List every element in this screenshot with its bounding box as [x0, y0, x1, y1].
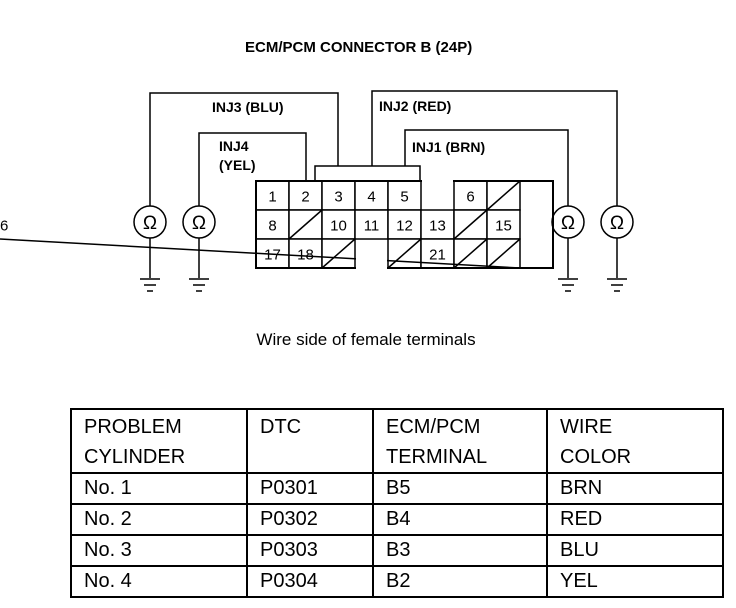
cell-dtc: P0303 — [246, 534, 374, 567]
cell-cylinder: No. 1 — [70, 472, 248, 505]
terminal-cavity — [354, 209, 389, 240]
cell-cylinder: No. 4 — [70, 565, 248, 598]
terminal-number: 16 — [0, 218, 8, 235]
ground-icon — [607, 278, 627, 292]
ohmmeter-inj2: Ω — [600, 205, 634, 239]
terminal-number: 8 — [268, 218, 276, 235]
wire-inj2 — [371, 90, 618, 206]
cell-terminal: B2 — [372, 565, 548, 598]
diagram-title: ECM/PCM CONNECTOR B (24P) — [245, 39, 472, 56]
terminal-number: 13 — [429, 218, 446, 235]
cell-dtc: P0304 — [246, 565, 374, 598]
ground-symbols — [140, 278, 627, 292]
ohmmeter-inj4: Ω — [182, 205, 216, 239]
blank-cavity-slash — [387, 238, 422, 269]
table-row: No. 3 P0303 B3 BLU — [70, 534, 724, 567]
ohm-icon: Ω — [610, 213, 624, 234]
header-terminal: ECM/PCM TERMINAL — [372, 408, 548, 474]
terminal-number: 1 — [268, 189, 276, 206]
terminal-cavity — [387, 209, 422, 240]
blank-cavity-slash — [486, 180, 521, 211]
label-inj3: INJ3 (BLU) — [212, 99, 284, 115]
connector-outline — [255, 180, 554, 269]
cell-terminal: B5 — [372, 472, 548, 505]
table-row: No. 2 P0302 B4 RED — [70, 503, 724, 536]
connector-diagram: ECM/PCM CONNECTOR B (24P) INJ3 (BLU) INJ… — [0, 39, 634, 292]
ohm-icon: Ω — [192, 213, 206, 234]
ohmmeter-inj3: Ω — [133, 205, 167, 239]
cell-cylinder: No. 2 — [70, 503, 248, 536]
label-inj4-line2: (YEL) — [219, 157, 256, 173]
terminal-cavity — [255, 209, 290, 240]
cell-wire-color: YEL — [546, 565, 724, 598]
blank-cavity-slash — [321, 238, 356, 269]
label-inj4-line1: INJ4 — [219, 138, 249, 154]
ohm-icon: Ω — [143, 213, 157, 234]
ground-icon — [189, 278, 209, 292]
terminal-number: 17 — [264, 247, 281, 264]
header-wire-color: WIRE COLOR — [546, 408, 724, 474]
connector-b: 1234568101112131516171821 — [0, 165, 554, 271]
wire-inj3 — [149, 92, 339, 206]
table-row: No. 1 P0301 B5 BRN — [70, 472, 724, 505]
cell-wire-color: BRN — [546, 472, 724, 505]
blank-cavity-slash — [486, 238, 521, 269]
ground-icon — [558, 278, 578, 292]
header-problem-cylinder: PROBLEM CYLINDER — [70, 408, 248, 474]
ohm-icon: Ω — [561, 213, 575, 234]
cell-terminal: B4 — [372, 503, 548, 536]
ground-icon — [140, 278, 160, 292]
ohmmeter-inj1: Ω — [551, 205, 585, 239]
cell-dtc: P0301 — [246, 472, 374, 505]
table-header-row: PROBLEM CYLINDER DTC ECM/PCM TERMINAL WI… — [70, 408, 724, 474]
terminal-number: 18 — [297, 247, 314, 264]
blank-cavity-slash — [453, 238, 488, 269]
terminal-cavity — [420, 209, 455, 240]
terminal-number: 2 — [301, 189, 309, 206]
table-row: No. 4 P0304 B2 YEL — [70, 565, 724, 598]
connector-gap — [422, 180, 453, 209]
terminal-number: 5 — [400, 189, 408, 206]
blank-cavity-slash — [288, 209, 323, 240]
header-dtc: DTC — [246, 408, 374, 474]
wires — [149, 90, 618, 278]
terminal-number: 3 — [334, 189, 342, 206]
label-inj1: INJ1 (BRN) — [412, 139, 485, 155]
wire-inj4 — [198, 132, 307, 206]
blank-cavity-slash — [0, 238, 521, 269]
terminal-cavity — [288, 180, 323, 211]
label-inj2: INJ2 (RED) — [379, 98, 451, 114]
terminal-number: 15 — [495, 218, 512, 235]
terminal-cavity — [354, 180, 389, 211]
blank-cavity-slash — [453, 209, 488, 240]
terminal-number: 11 — [364, 218, 380, 235]
cell-dtc: P0302 — [246, 503, 374, 536]
dtc-table: PROBLEM CYLINDER DTC ECM/PCM TERMINAL WI… — [70, 408, 724, 598]
terminal-cavity — [486, 209, 521, 240]
terminal-number: 12 — [396, 218, 413, 235]
connector-latch — [314, 165, 421, 182]
terminal-number: 10 — [330, 218, 347, 235]
cell-cylinder: No. 3 — [70, 534, 248, 567]
connector-gap — [356, 240, 387, 271]
terminal-number: 4 — [367, 189, 375, 206]
cell-wire-color: RED — [546, 503, 724, 536]
terminal-number: 6 — [466, 189, 474, 206]
cell-wire-color: BLU — [546, 534, 724, 567]
wire-inj1 — [404, 129, 569, 206]
diagram-caption: Wire side of female terminals — [256, 330, 476, 349]
terminal-number: 21 — [429, 247, 446, 264]
cell-terminal: B3 — [372, 534, 548, 567]
